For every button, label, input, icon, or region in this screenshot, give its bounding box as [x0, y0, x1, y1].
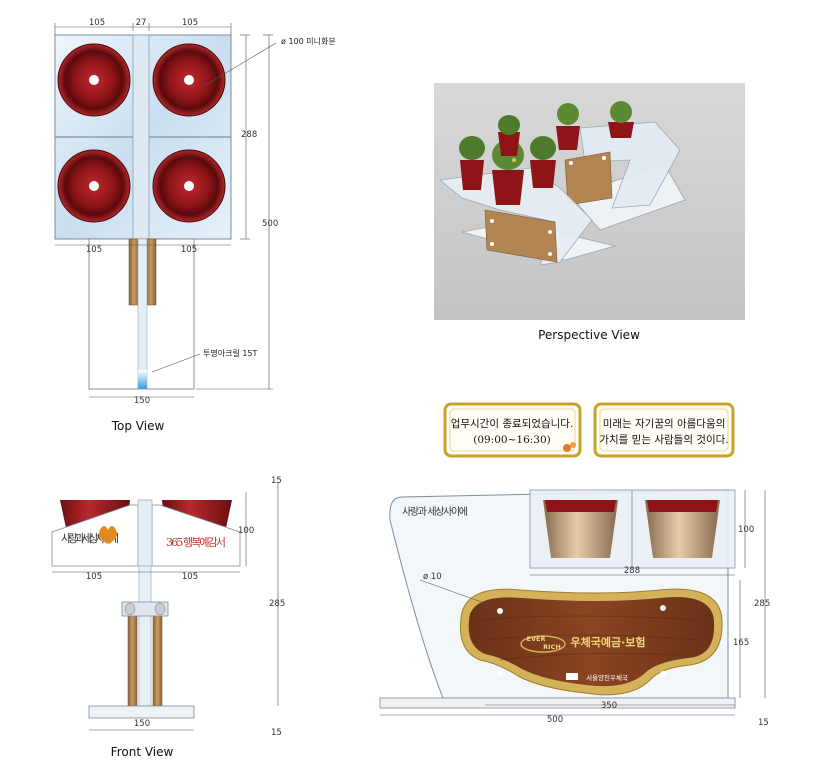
- plaque-title: 우체국예금·보험: [570, 635, 645, 649]
- side-dim-plate-w: 350: [601, 701, 617, 711]
- side-base: [379, 697, 736, 709]
- sign2-line1: 미래는 자기꿈의 아름다움의: [603, 418, 726, 430]
- front-dim-w2: 105: [182, 572, 198, 582]
- front-dim-height: 285: [269, 599, 285, 609]
- pot-bottom-left: [57, 149, 131, 223]
- front-dim-w1: 105: [86, 572, 102, 582]
- pot-label: ø 100 미니화분: [281, 36, 336, 46]
- plaque-office: 서울양천우체국: [586, 673, 628, 682]
- acrylic-label: 투명아크릴 15T: [203, 348, 258, 358]
- top-dim-bw2: 105: [181, 245, 197, 255]
- top-dim-w1: 105: [89, 18, 105, 28]
- brand-bottom: RICH: [543, 643, 561, 651]
- top-dim-height: 288: [241, 130, 257, 140]
- front-view-caption: Front View: [111, 745, 174, 759]
- side-dim-tray: 100: [738, 525, 754, 535]
- sign2-line2: 가치를 믿는 사람들의 것이다.: [599, 433, 728, 446]
- side-dim-plate-h: 165: [733, 638, 749, 648]
- top-dim-base: 150: [134, 396, 150, 406]
- side-logo: 사랑과 세상사이에: [402, 506, 468, 518]
- front-view: 사랑과 세상사이에 365 행복예감서 105 105 100 15 285 1…: [51, 476, 285, 759]
- sign-quote: 미래는 자기꿈의 아름다움의 가치를 믿는 사람들의 것이다.: [593, 402, 735, 458]
- top-dim-gap: 27: [136, 18, 147, 28]
- top-dim-bw1: 105: [86, 245, 102, 255]
- side-dim-hole: ø 10: [423, 572, 442, 582]
- pot-top-left: [57, 43, 131, 117]
- pot-top-right: [152, 43, 226, 117]
- sign1-line2: (09:00~16:30): [473, 434, 551, 446]
- front-dim-bottom: 15: [271, 728, 282, 738]
- front-dim-tray: 100: [238, 526, 254, 536]
- side-dim-total-w: 500: [547, 715, 563, 725]
- pot-bottom-right: [152, 149, 226, 223]
- top-view-caption: Top View: [111, 419, 165, 433]
- brand-top: EVER: [527, 635, 546, 643]
- front-dim-base: 150: [134, 719, 150, 729]
- heart-logo-icon: [99, 526, 117, 544]
- side-dim-pots-w: 288: [624, 566, 640, 576]
- top-dim-w2: 105: [182, 18, 198, 28]
- side-dim-bottom: 15: [758, 718, 769, 728]
- sign-business-hours: 업무시간이 종료되었습니다. (09:00~16:30): [443, 402, 582, 458]
- perspective-plants: [459, 101, 634, 205]
- everrich-logo-icon: [520, 635, 566, 653]
- front-dim-top: 15: [271, 476, 282, 486]
- sign1-line1: 업무시간이 종료되었습니다.: [451, 417, 574, 430]
- perspective-view: Perspective View: [434, 83, 745, 342]
- front-logo-right: 365 행복예감서: [166, 536, 226, 549]
- front-base: [88, 705, 195, 719]
- mount-hole-icon: [497, 608, 503, 614]
- top-dim-total: 500: [262, 219, 278, 229]
- side-dim-height: 285: [754, 599, 770, 609]
- wood-plaque: [468, 597, 715, 687]
- top-view: 105 27 105 105 105 288 500 150 ø 100 미니화…: [54, 18, 336, 433]
- perspective-view-caption: Perspective View: [538, 328, 640, 342]
- postal-logo-icon: [566, 673, 578, 680]
- side-view: 사랑과 세상사이에 EVER RICH 우체국예금·보험 서울양천우체국 288…: [379, 489, 770, 728]
